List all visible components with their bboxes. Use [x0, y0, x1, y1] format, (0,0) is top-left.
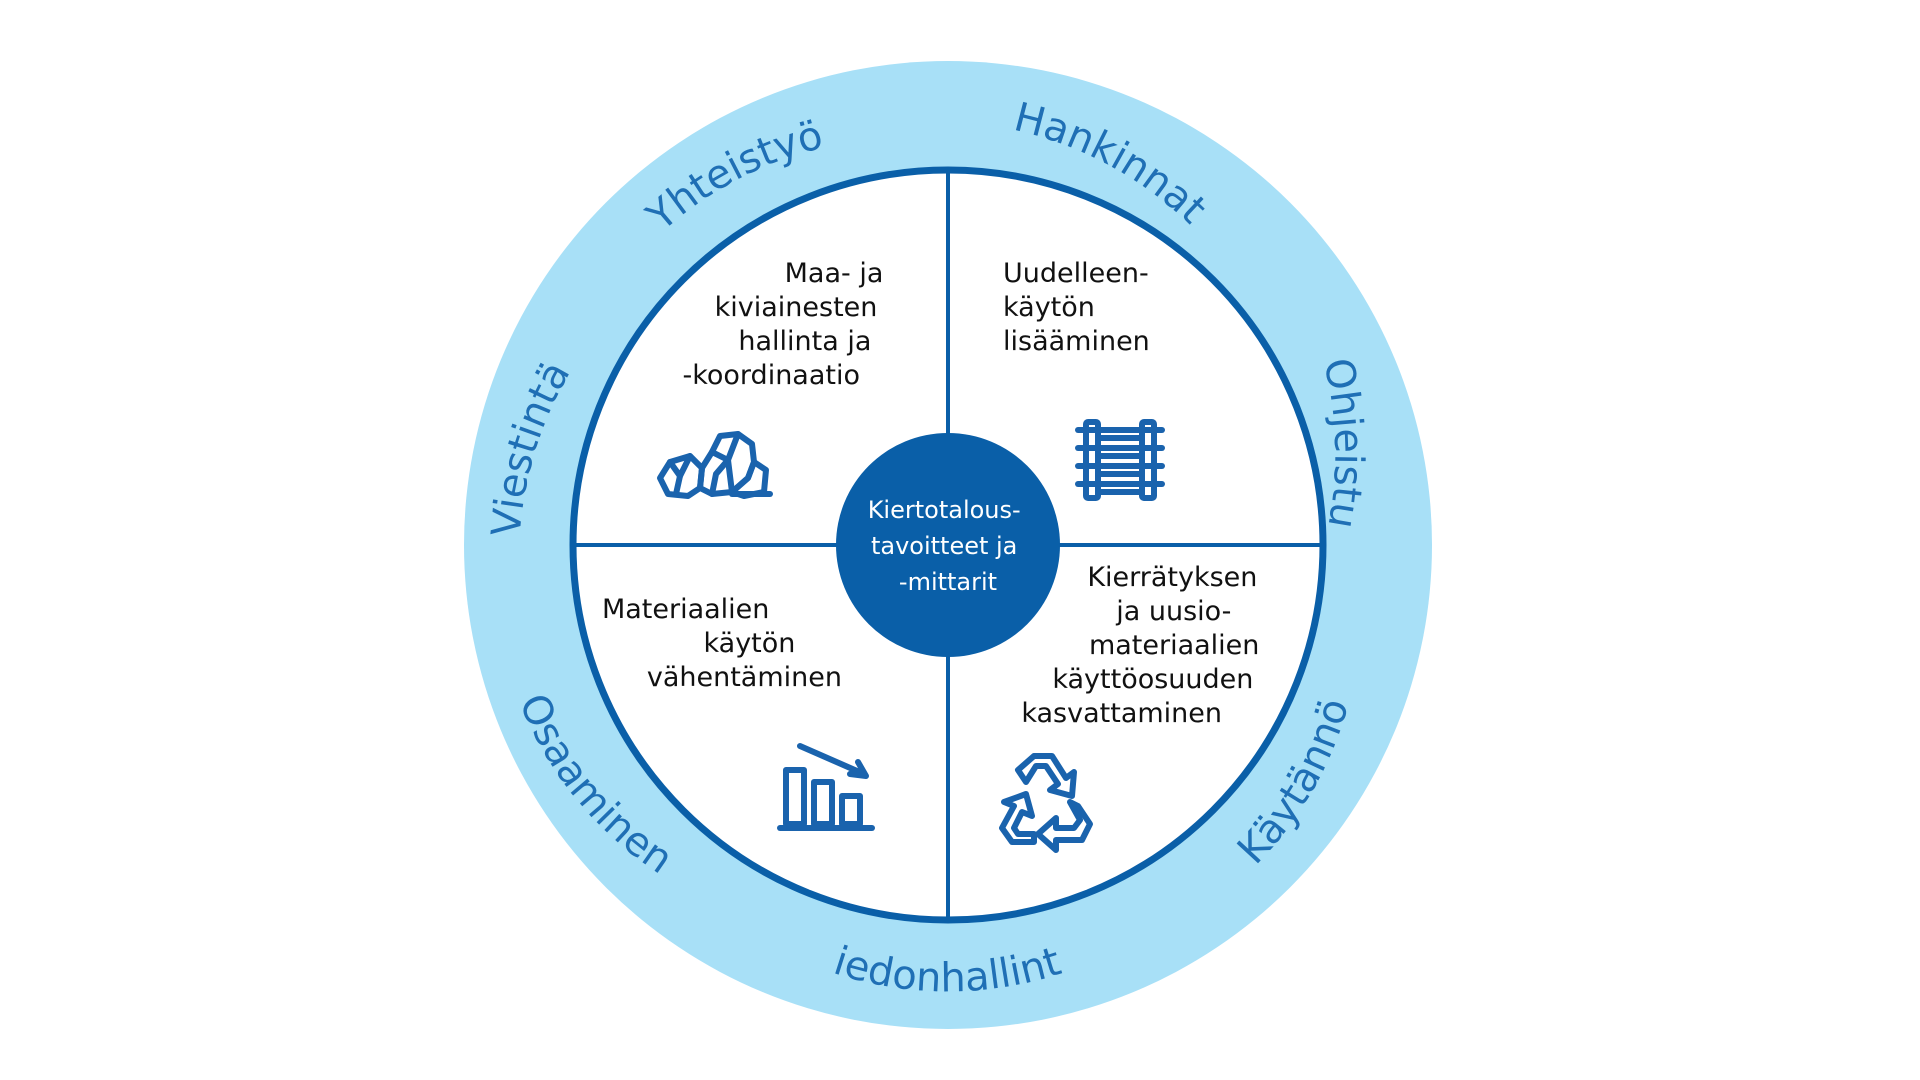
stones-icon: [657, 431, 773, 499]
decreasing-bar-chart-icon: [777, 743, 875, 831]
recycle-icon: [999, 753, 1093, 853]
quadrant-top-right-text: Uudelleen- käytön lisääminen: [1003, 258, 1157, 357]
railway-track-icon: [1075, 419, 1165, 501]
quadrant-bottom-left-text: Materiaalien käytön vähentäminen: [602, 594, 842, 693]
center-circle: [836, 433, 1060, 657]
center-text: Kiertotalous- tavoitteet ja -mittarit: [868, 496, 1029, 596]
quadrant-bottom-right-text: Kierrätyksen ja uusio- materiaalien käyt…: [1021, 562, 1268, 729]
quadrant-top-left-text: Maa- ja kiviainesten hallinta ja -koordi…: [682, 258, 892, 391]
